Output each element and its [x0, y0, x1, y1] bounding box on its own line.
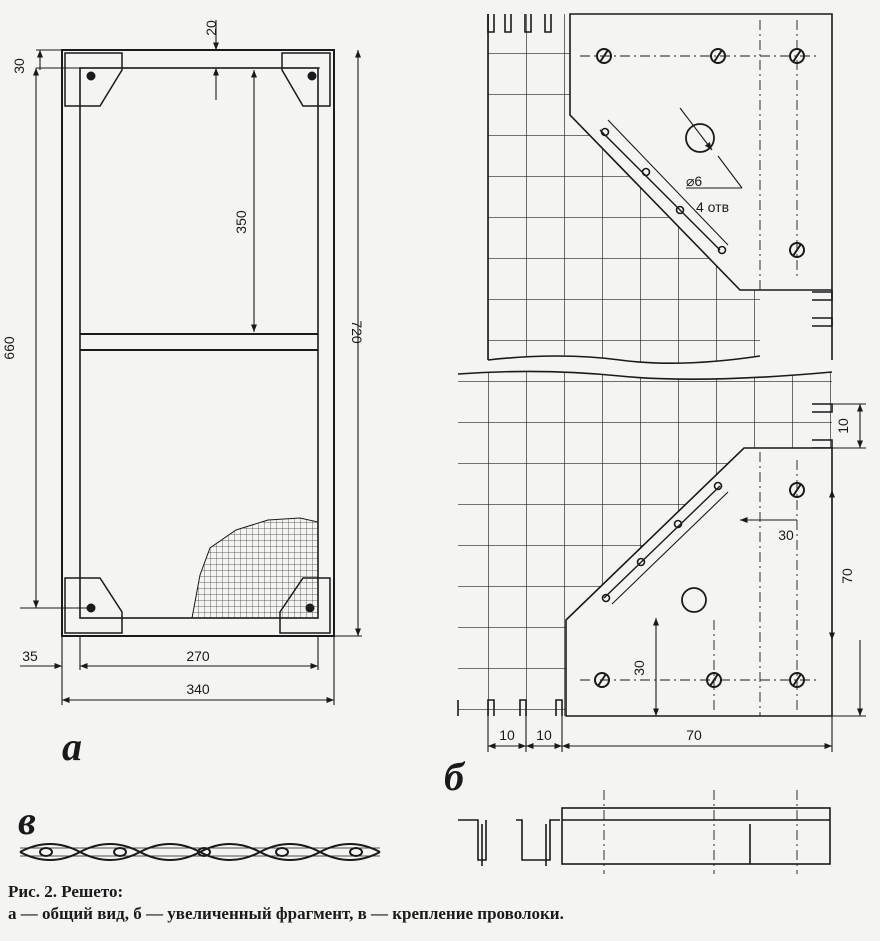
gusset-top-left — [64, 52, 123, 107]
dim-b-10-b: 10 — [536, 727, 552, 743]
frame-drawing-a — [61, 49, 335, 637]
figure-a-label: а — [62, 724, 82, 769]
figure-b-label: б — [444, 754, 466, 799]
figure-caption-text: а — общий вид, б — увеличенный фрагмент,… — [8, 904, 564, 923]
section-view-b — [458, 790, 831, 874]
hole-count: 4 отв — [696, 199, 729, 215]
dim-b-10-right: 10 — [835, 418, 851, 434]
dim-b-70-v: 70 — [839, 568, 855, 584]
dim-20: 20 — [203, 20, 219, 36]
dim-350: 350 — [233, 210, 249, 234]
dimensions-a — [20, 20, 362, 705]
fragment-drawing-b — [457, 13, 833, 717]
hole-diameter: ⌀6 — [686, 173, 702, 189]
wire-mesh-patch — [191, 517, 319, 619]
dim-720: 720 — [349, 320, 365, 344]
dim-b-30-h: 30 — [778, 527, 794, 543]
gusset-bottom-left — [64, 577, 123, 634]
dim-b-70-h: 70 — [686, 727, 702, 743]
gusset-top-right — [281, 52, 331, 107]
dim-660: 660 — [1, 336, 17, 360]
dim-340: 340 — [186, 681, 210, 697]
dim-30-corner: 30 — [11, 58, 27, 74]
wire-twist-v — [19, 843, 381, 861]
figure-v-label: в — [18, 798, 36, 843]
dim-270: 270 — [186, 648, 210, 664]
figure-caption-title: Рис. 2. Решето: — [8, 882, 124, 901]
dim-b-30-v: 30 — [631, 660, 647, 676]
dimensions-b — [487, 403, 866, 752]
dim-35: 35 — [22, 648, 38, 664]
dim-b-10-a: 10 — [499, 727, 515, 743]
